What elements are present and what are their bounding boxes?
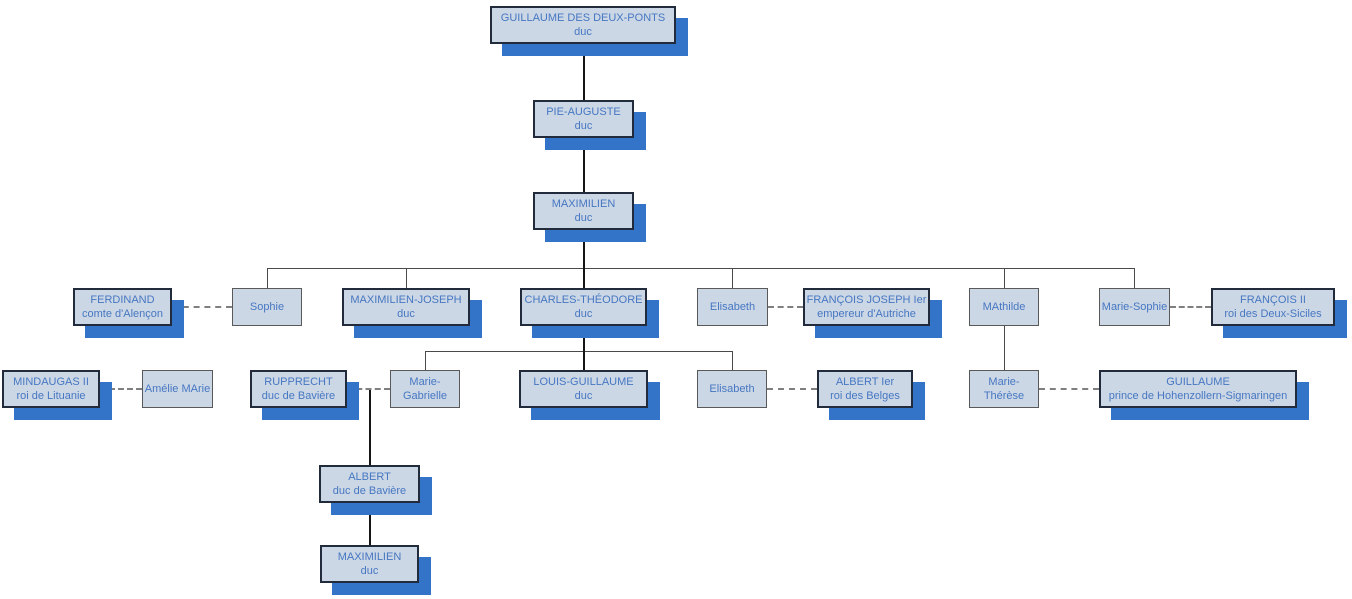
person-name: Sophie [249, 301, 285, 313]
node-mindaugas[interactable]: MINDAUGAS II roi de Lituanie [2, 370, 100, 408]
person-title: duc [574, 26, 592, 38]
node-guillaume-hohenzollern[interactable]: GUILLAUME prince de Hohenzollern-Sigmari… [1099, 370, 1297, 408]
person-name: ALBERT [348, 471, 391, 483]
node-guillaume-des-deux-ponts[interactable]: GUILLAUME DES DEUX-PONTS duc [490, 6, 676, 44]
person-title: duc de Bavière [332, 485, 407, 497]
node-francois-ii[interactable]: FRANÇOIS II roi des Deux-Siciles [1211, 288, 1335, 326]
drop-line [1134, 268, 1135, 288]
person-name: GUILLAUME DES DEUX-PONTS [500, 12, 666, 24]
person-title: duc de Bavière [261, 390, 336, 402]
descent-line [583, 326, 585, 351]
node-marie-sophie[interactable]: Marie-Sophie [1099, 288, 1170, 326]
node-charles-theodore[interactable]: CHARLES-THÉODORE duc [520, 288, 647, 326]
drop-line [1004, 268, 1005, 288]
node-marie-therese[interactable]: Marie- Thérèse [969, 370, 1039, 408]
person-title: prince de Hohenzollern-Sigmaringen [1108, 390, 1288, 402]
node-elisabeth-2[interactable]: Elisabeth [697, 370, 767, 408]
marriage-line [100, 388, 142, 390]
person-name: MAXIMILIEN [551, 198, 616, 210]
person-title: duc [574, 212, 593, 224]
descent-line [583, 138, 585, 192]
person-name: ALBERT Ier [835, 376, 895, 388]
drop-line [732, 268, 733, 288]
marriage-line [172, 306, 232, 308]
person-name: Marie- [988, 376, 1020, 388]
node-albert-bavaria[interactable]: ALBERT duc de Bavière [319, 465, 420, 503]
person-name: FRANÇOIS II [1239, 294, 1306, 306]
person-name: MAXIMILIEN [337, 551, 402, 563]
node-ferdinand[interactable]: FERDINAND comte d'Alençon [73, 288, 172, 326]
sibling-rail [267, 268, 1135, 269]
node-sophie[interactable]: Sophie [232, 288, 302, 326]
person-title: Gabrielle [402, 390, 448, 402]
node-francois-joseph[interactable]: FRANÇOIS JOSEPH Ier empereur d'Autriche [803, 288, 930, 326]
person-title: duc [574, 308, 593, 320]
descent-line [369, 389, 371, 465]
marriage-line [1170, 306, 1211, 308]
descent-line [369, 503, 371, 545]
descent-line [583, 44, 585, 100]
person-title: duc [397, 308, 415, 320]
person-name: Marie- [409, 376, 441, 388]
person-name: Elisabeth [709, 383, 755, 395]
person-title: duc [360, 565, 379, 577]
person-name: LOUIS-GUILLAUME [533, 376, 634, 388]
node-mathilde[interactable]: MAthilde [969, 288, 1039, 326]
drop-line [732, 351, 733, 370]
drop-line [406, 268, 407, 288]
sibling-rail [425, 351, 733, 352]
person-title: duc [574, 390, 593, 402]
node-rupprecht[interactable]: RUPPRECHT duc de Bavière [250, 370, 347, 408]
person-title: comte d'Alençon [82, 308, 163, 320]
person-title: roi des Belges [830, 390, 900, 402]
descent-line [583, 230, 585, 268]
drop-line [267, 268, 268, 288]
person-title: roi de Lituanie [16, 390, 86, 402]
node-amelie-marie[interactable]: Amélie MArie [142, 370, 213, 408]
drop-line [583, 268, 585, 288]
node-elisabeth-1[interactable]: Elisabeth [697, 288, 768, 326]
person-name: Elisabeth [709, 301, 756, 313]
person-name: FRANÇOIS JOSEPH Ier [806, 294, 927, 306]
person-name: MAthilde [982, 301, 1026, 313]
node-marie-gabrielle[interactable]: Marie- Gabrielle [390, 370, 460, 408]
person-name: FERDINAND [90, 294, 155, 306]
person-title: Thérèse [983, 390, 1025, 402]
marriage-line [768, 306, 803, 308]
marriage-line [1039, 388, 1099, 390]
drop-line [583, 351, 585, 370]
person-name: GUILLAUME [1166, 376, 1230, 388]
node-maximilien-joseph[interactable]: MAXIMILIEN-JOSEPH duc [342, 288, 470, 326]
person-name: CHARLES-THÉODORE [524, 294, 643, 306]
node-louis-guillaume[interactable]: LOUIS-GUILLAUME duc [519, 370, 648, 408]
node-maximilien-2[interactable]: MAXIMILIEN duc [320, 545, 419, 583]
person-name: PIE-AUGUSTE [546, 106, 621, 118]
person-title: duc [574, 120, 593, 132]
marriage-line [347, 388, 390, 390]
node-albert-ier[interactable]: ALBERT Ier roi des Belges [817, 370, 913, 408]
person-title: empereur d'Autriche [817, 308, 916, 320]
node-maximilien-duc[interactable]: MAXIMILIEN duc [533, 192, 634, 230]
person-name: Amélie MArie [144, 383, 211, 395]
person-name: MAXIMILIEN-JOSEPH [350, 294, 462, 306]
descent-line [1004, 326, 1005, 370]
person-name: Marie-Sophie [1101, 301, 1168, 313]
marriage-line [767, 388, 817, 390]
drop-line [425, 351, 426, 370]
person-name: RUPPRECHT [264, 376, 333, 388]
person-title: roi des Deux-Siciles [1224, 308, 1322, 320]
node-pie-auguste[interactable]: PIE-AUGUSTE duc [533, 100, 634, 138]
person-name: MINDAUGAS II [13, 376, 89, 388]
